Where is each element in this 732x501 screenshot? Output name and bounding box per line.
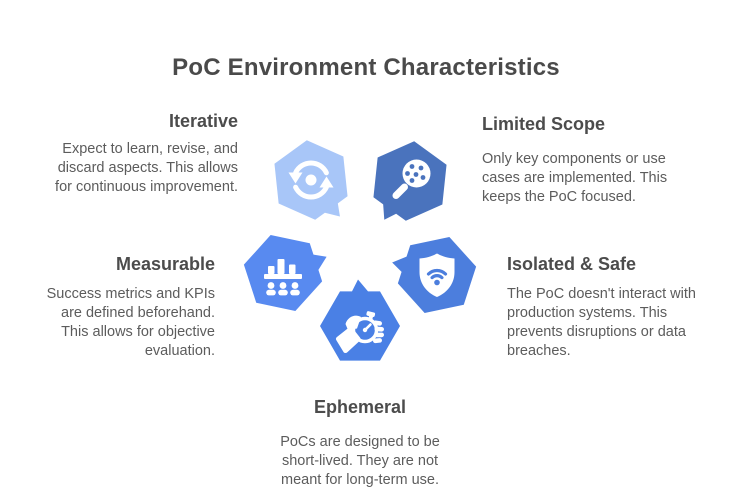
item-description-ephemeral: PoCs are designed to be short-lived. The… <box>280 434 440 488</box>
hand-stopwatch-icon <box>336 311 384 353</box>
ephemeral-hexagon <box>320 279 400 361</box>
shield-wifi-icon <box>419 253 455 297</box>
iterative-hexagon <box>274 140 348 220</box>
magnifier-dots-icon <box>392 159 431 199</box>
item-description-iterative: Expect to learn, revise, and discard asp… <box>55 141 238 195</box>
item-label-limited-scope: Limited Scope <box>482 114 606 134</box>
bar-chart-people-icon <box>264 259 302 296</box>
page-title: PoC Environment Characteristics <box>172 54 560 81</box>
item-description-measurable: Success metrics and KPIs are defined bef… <box>46 286 215 359</box>
hexagon-shape <box>243 234 327 312</box>
measurable-hexagon <box>243 234 327 312</box>
wifi-icon <box>426 268 448 280</box>
item-label-measurable: Measurable <box>115 254 215 274</box>
isolated-safe-hexagon <box>392 236 477 314</box>
item-label-ephemeral: Ephemeral <box>313 397 407 417</box>
item-label-iterative: Iterative <box>168 111 238 131</box>
item-description-isolated-safe: The PoC doesn't interact with production… <box>507 286 696 359</box>
item-description-limited-scope: Only key components or use cases are imp… <box>482 151 668 205</box>
limited-scope-hexagon <box>373 141 447 221</box>
sync-icon <box>288 160 334 200</box>
item-label-isolated-safe: Isolated & Safe <box>507 254 637 274</box>
